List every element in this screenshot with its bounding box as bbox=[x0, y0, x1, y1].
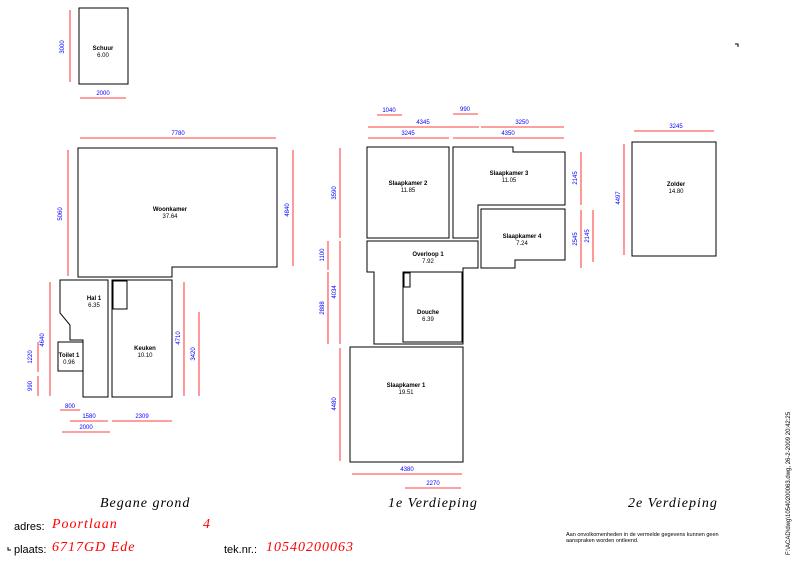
dim-text-1-2270: 2270 bbox=[426, 481, 440, 487]
room-outline-zolder bbox=[631, 141, 717, 257]
room-name-douche: Douche bbox=[417, 310, 440, 316]
room-area-keuken: 10.10 bbox=[137, 353, 153, 359]
room-area-slaapkamer2: 11.85 bbox=[401, 188, 416, 194]
dim-text-2-4497: 4497 bbox=[616, 191, 622, 205]
floor-title-ground: Begane grond bbox=[100, 496, 191, 511]
dim-text-schuur-h: 3000 bbox=[60, 40, 66, 54]
dim-text-1-1040: 1040 bbox=[382, 108, 396, 114]
room-outline-woonkamer bbox=[77, 147, 278, 278]
room-area-woonkamer: 37.64 bbox=[162, 214, 178, 220]
dim-text-b-2000: 2000 bbox=[79, 425, 93, 431]
dim-text-schuur-w: 2000 bbox=[96, 91, 110, 97]
dim-text-1-1100: 1100 bbox=[320, 248, 326, 262]
dim-text-1-4034: 4034 bbox=[332, 285, 338, 299]
room-area-hal: 6.35 bbox=[88, 303, 100, 309]
dim-text-1-990: 990 bbox=[460, 107, 471, 113]
dim-text-1-2145b: 2145 bbox=[585, 229, 591, 243]
room-outline-toilet bbox=[57, 341, 84, 372]
address-label: adres: bbox=[14, 521, 45, 533]
room-name-slaapkamer2: Slaapkamer 2 bbox=[389, 181, 428, 187]
dim-text-left-990: 990 bbox=[28, 380, 34, 391]
room-area-schuur: 6.00 bbox=[97, 53, 109, 59]
dim-text-1-4350: 4350 bbox=[501, 131, 515, 137]
dim-text-woon-l: 5060 bbox=[58, 207, 64, 221]
room-name-hal: Hal 1 bbox=[87, 296, 102, 302]
address-street: Poortlaan bbox=[52, 517, 118, 532]
dim-text-1-4380: 4380 bbox=[400, 467, 414, 473]
room-area-slaapkamer4: 7.24 bbox=[516, 241, 528, 247]
room-name-woonkamer: Woonkamer bbox=[153, 207, 188, 213]
place-value: 6717GD Ede bbox=[52, 540, 136, 555]
keuken-counter bbox=[112, 280, 128, 310]
address-number: 4 bbox=[203, 517, 211, 532]
dim-text-b-1580: 1580 bbox=[82, 414, 96, 420]
dim-text-1-4345: 4345 bbox=[416, 120, 430, 126]
dim-text-keuken-4710: 4710 bbox=[176, 331, 182, 345]
disclaimer-text: Aan onvolkomenheden in de vermelde gegev… bbox=[566, 532, 719, 544]
room-outline-slaapkamer3 bbox=[452, 146, 566, 239]
dim-text-1-3250: 3250 bbox=[515, 120, 529, 126]
dim-text-1-2888: 2888 bbox=[320, 301, 326, 315]
room-area-douche: 6.39 bbox=[422, 317, 434, 323]
dim-text-1-2545: 2545 bbox=[573, 232, 579, 246]
room-name-schuur: Schuur bbox=[93, 46, 114, 52]
room-outline-keuken bbox=[111, 279, 173, 398]
floor-title-first: 1e Verdieping bbox=[388, 496, 478, 511]
dim-text-b-800: 800 bbox=[65, 404, 76, 410]
room-outline-slaapkamer2 bbox=[366, 146, 450, 239]
corner-mark-top-right bbox=[735, 43, 739, 47]
room-outline-slaapkamer1 bbox=[349, 346, 464, 463]
dim-text-2-3245: 3245 bbox=[669, 124, 683, 130]
dim-text-b-2309: 2309 bbox=[135, 414, 149, 420]
dim-text-keuken-3420: 3420 bbox=[191, 347, 197, 361]
drawing-number-label: tek.nr.: bbox=[224, 544, 258, 556]
room-name-overloop: Overloop 1 bbox=[412, 252, 444, 258]
drawing-number-value: 10540200063 bbox=[266, 540, 354, 555]
room-area-overloop: 7.92 bbox=[422, 259, 434, 265]
room-outline-slaapkamer4 bbox=[480, 208, 566, 269]
room-name-slaapkamer3: Slaapkamer 3 bbox=[490, 171, 529, 177]
place-label: plaats: bbox=[14, 544, 47, 556]
file-path-text: F:\ACAD\dwg\10540200063.dwg, 26-2-2009 2… bbox=[786, 411, 792, 555]
room-name-toilet: Toilet 1 bbox=[59, 353, 80, 359]
room-name-zolder: Zolder bbox=[667, 182, 686, 188]
room-name-slaapkamer4: Slaapkamer 4 bbox=[503, 234, 542, 240]
dim-text-left-1220: 1220 bbox=[28, 350, 34, 364]
room-outline-overloop bbox=[366, 240, 479, 345]
room-outline-douche bbox=[402, 271, 463, 343]
dim-text-left-total: 4640 bbox=[40, 333, 46, 347]
douche-tray bbox=[403, 272, 411, 288]
room-name-keuken: Keuken bbox=[134, 346, 156, 352]
room-outline-hal bbox=[59, 279, 109, 398]
dim-text-1-3245: 3245 bbox=[401, 131, 415, 137]
dim-text-1-4480: 4480 bbox=[332, 397, 338, 411]
corner-mark-bottom-left bbox=[7, 547, 11, 551]
room-outline-schuur bbox=[78, 7, 129, 85]
room-area-zolder: 14.80 bbox=[668, 189, 684, 195]
room-area-toilet: 0.96 bbox=[63, 360, 75, 366]
dim-text-woon-r: 4840 bbox=[285, 203, 291, 217]
room-area-slaapkamer1: 19.51 bbox=[398, 390, 414, 396]
dim-text-woon-w: 7780 bbox=[171, 131, 185, 137]
room-name-slaapkamer1: Slaapkamer 1 bbox=[387, 383, 426, 389]
dim-text-1-2145a: 2145 bbox=[573, 171, 579, 185]
room-area-slaapkamer3: 11.05 bbox=[502, 178, 517, 184]
dim-text-1-3590: 3590 bbox=[332, 186, 338, 200]
floor-title-second: 2e Verdieping bbox=[628, 496, 718, 511]
